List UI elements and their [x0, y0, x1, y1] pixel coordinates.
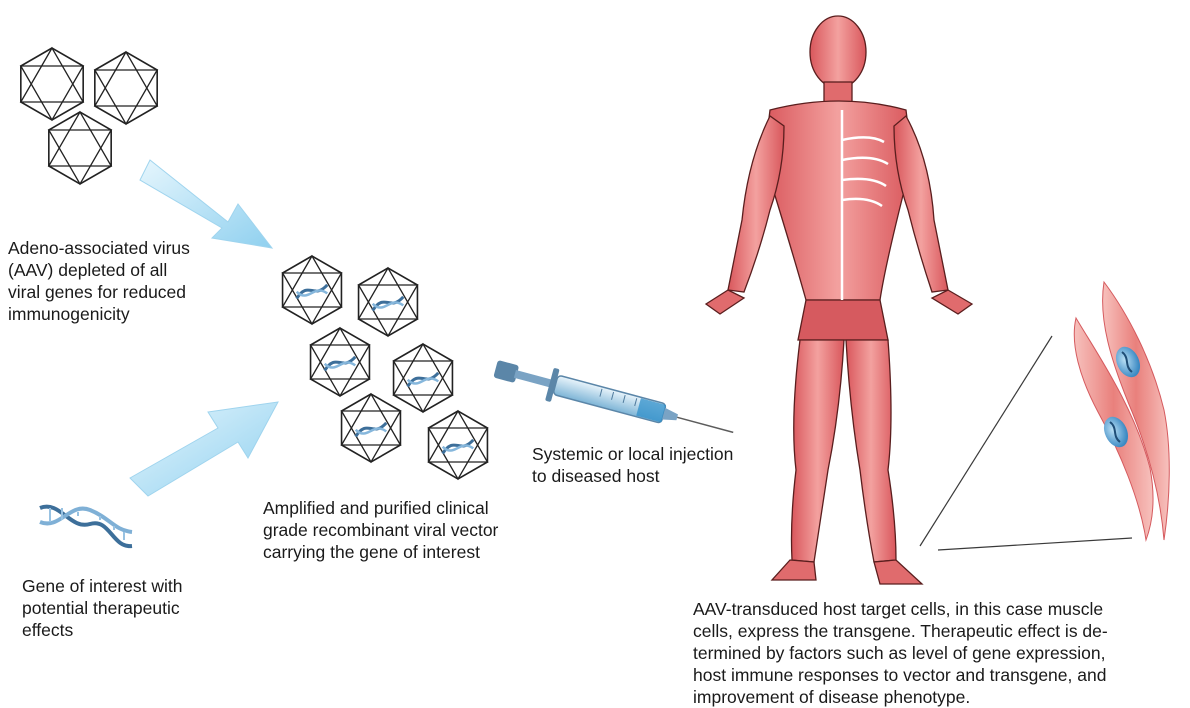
vector-capsid-icon: [359, 268, 418, 336]
caption-line: to diseased host: [532, 465, 733, 487]
caption-line: carrying the gene of interest: [263, 541, 498, 563]
caption-line: Adeno-associated virus: [8, 237, 190, 259]
caption-aav: Adeno-associated virus (AAV) depleted of…: [8, 237, 190, 325]
vector-capsid-icon: [311, 328, 370, 396]
caption-gene-of-interest: Gene of interest with potential therapeu…: [22, 575, 183, 641]
human-muscle-figure: [706, 16, 972, 584]
empty-capsid-icon: [21, 48, 83, 120]
vector-capsids: [283, 256, 488, 479]
arrow-gene-to-vector: [130, 402, 278, 496]
arrow-aav-to-vector: [140, 160, 272, 248]
empty-capsid-icon: [95, 52, 157, 124]
caption-line: grade recombinant viral vector: [263, 519, 498, 541]
muscle-cells: [1074, 282, 1169, 540]
caption-line: AAV-transduced host target cells, in thi…: [693, 598, 1108, 620]
vector-capsid-icon: [283, 256, 342, 324]
caption-viral-vector: Amplified and purified clinical grade re…: [263, 497, 498, 563]
caption-line: improvement of disease phenotype.: [693, 686, 1108, 708]
caption-line: potential therapeutic: [22, 597, 183, 619]
caption-injection: Systemic or local injection to diseased …: [532, 443, 733, 487]
caption-line: viral genes for reduced: [8, 281, 190, 303]
caption-line: Amplified and purified clinical: [263, 497, 498, 519]
empty-capsids: [21, 48, 157, 184]
caption-line: Gene of interest with: [22, 575, 183, 597]
vector-capsid-icon: [429, 411, 488, 479]
dna-helix-icon: [40, 507, 132, 546]
vector-capsid-icon: [394, 344, 453, 412]
caption-line: immunogenicity: [8, 303, 190, 325]
caption-line: host immune responses to vector and tran…: [693, 664, 1108, 686]
vector-capsid-icon: [342, 394, 401, 462]
caption-line: cells, express the transgene. Therapeuti…: [693, 620, 1108, 642]
caption-line: (AAV) depleted of all: [8, 259, 190, 281]
caption-line: Systemic or local injection: [532, 443, 733, 465]
caption-line: effects: [22, 619, 183, 641]
caption-line: termined by factors such as level of gen…: [693, 642, 1108, 664]
syringe-icon: [491, 353, 737, 450]
caption-transduced-cells: AAV-transduced host target cells, in thi…: [693, 598, 1108, 708]
empty-capsid-icon: [49, 112, 111, 184]
